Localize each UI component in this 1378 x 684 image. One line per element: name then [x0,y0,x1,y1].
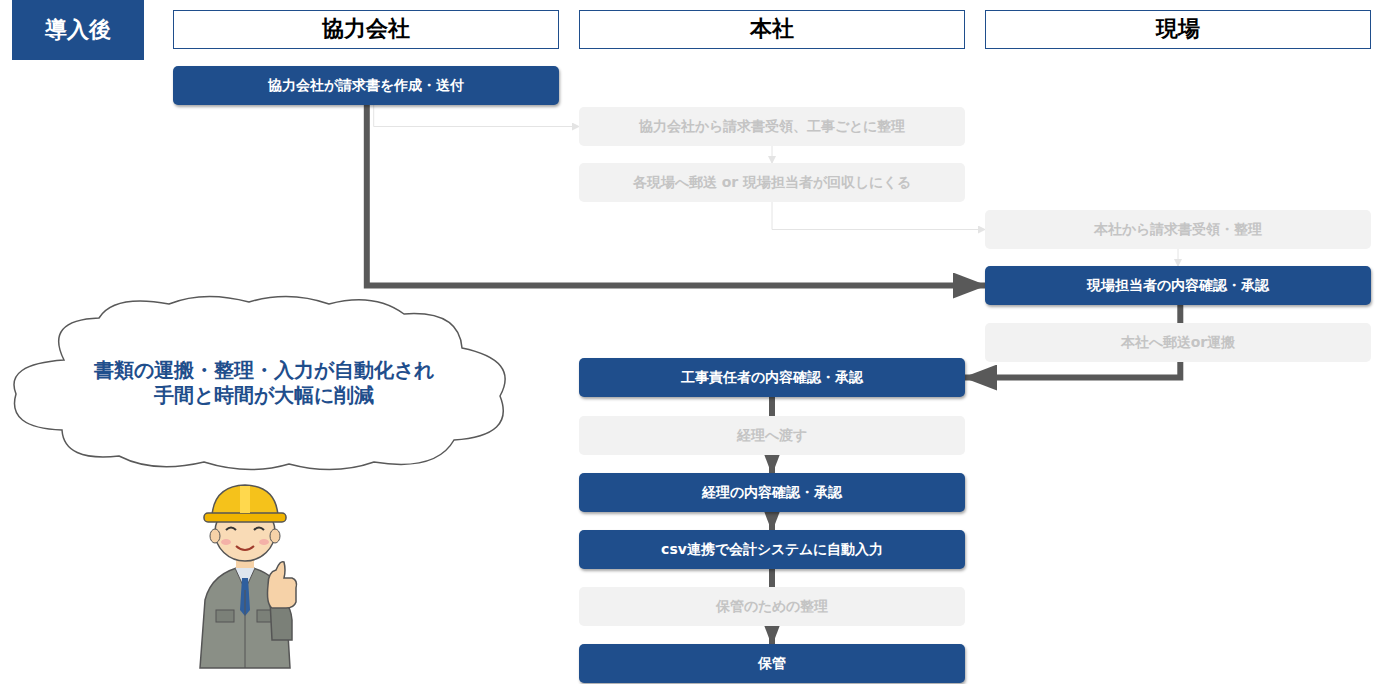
removed-step-box: 保管のための整理 [579,587,965,626]
node-text: 現場 [1156,16,1200,42]
process-box: csv連携で会計システムに自動入力 [579,530,965,569]
section-tag: 導入後 [12,0,144,60]
process-box: 協力会社が請求書を作成・送付 [173,66,559,105]
node-text: csv連携で会計システムに自動入力 [661,541,883,558]
removed-step-box: 経理へ渡す [579,416,965,455]
process-box: 現場担当者の内容確認・承認 [985,266,1371,305]
faded-flow-line [374,105,579,127]
faded-flow-line [1178,249,1179,266]
node-text: 協力会社が請求書を作成・送付 [268,77,464,94]
removed-step-box: 協力会社から請求書受領、工事ごとに整理 [579,107,965,146]
node-text: 本社から請求書受領・整理 [1094,221,1262,238]
node-text: 導入後 [45,17,111,43]
column-header: 現場 [985,10,1371,49]
node-text: 保管のための整理 [716,598,828,615]
node-text: 本社 [750,16,794,42]
node-text: 保管 [758,655,786,672]
removed-step-box: 各現場へ郵送 or 現場担当者が回収しにくる [579,163,965,202]
node-text: 書類の運搬・整理・入力が自動化され 手間と時間が大幅に削減 [86,358,442,408]
process-box: 工事責任者の内容確認・承認 [579,358,965,397]
node-text: 本社へ郵送or運搬 [1121,334,1236,351]
worker-figure [200,485,297,668]
node-text: 経理の内容確認・承認 [702,484,842,501]
faded-flow-line [772,202,985,230]
callout-cloud: 書類の運搬・整理・入力が自動化され 手間と時間が大幅に削減 [4,290,524,476]
node-text: 協力会社 [322,16,410,42]
node-text: 現場担当者の内容確認・承認 [1087,277,1269,294]
faded-flow-line [772,146,773,163]
flow-arrow [367,105,985,286]
column-header: 本社 [579,10,965,49]
removed-step-box: 本社へ郵送or運搬 [985,323,1371,362]
process-box: 経理の内容確認・承認 [579,473,965,512]
process-box: 保管 [579,644,965,683]
column-header: 協力会社 [173,10,559,49]
node-text: 協力会社から請求書受領、工事ごとに整理 [639,118,905,135]
node-text: 各現場へ郵送 or 現場担当者が回収しにくる [633,174,911,191]
node-text: 工事責任者の内容確認・承認 [681,369,863,386]
node-text: 経理へ渡す [737,427,807,444]
flow-arrow [769,512,775,530]
removed-step-box: 本社から請求書受領・整理 [985,210,1371,249]
